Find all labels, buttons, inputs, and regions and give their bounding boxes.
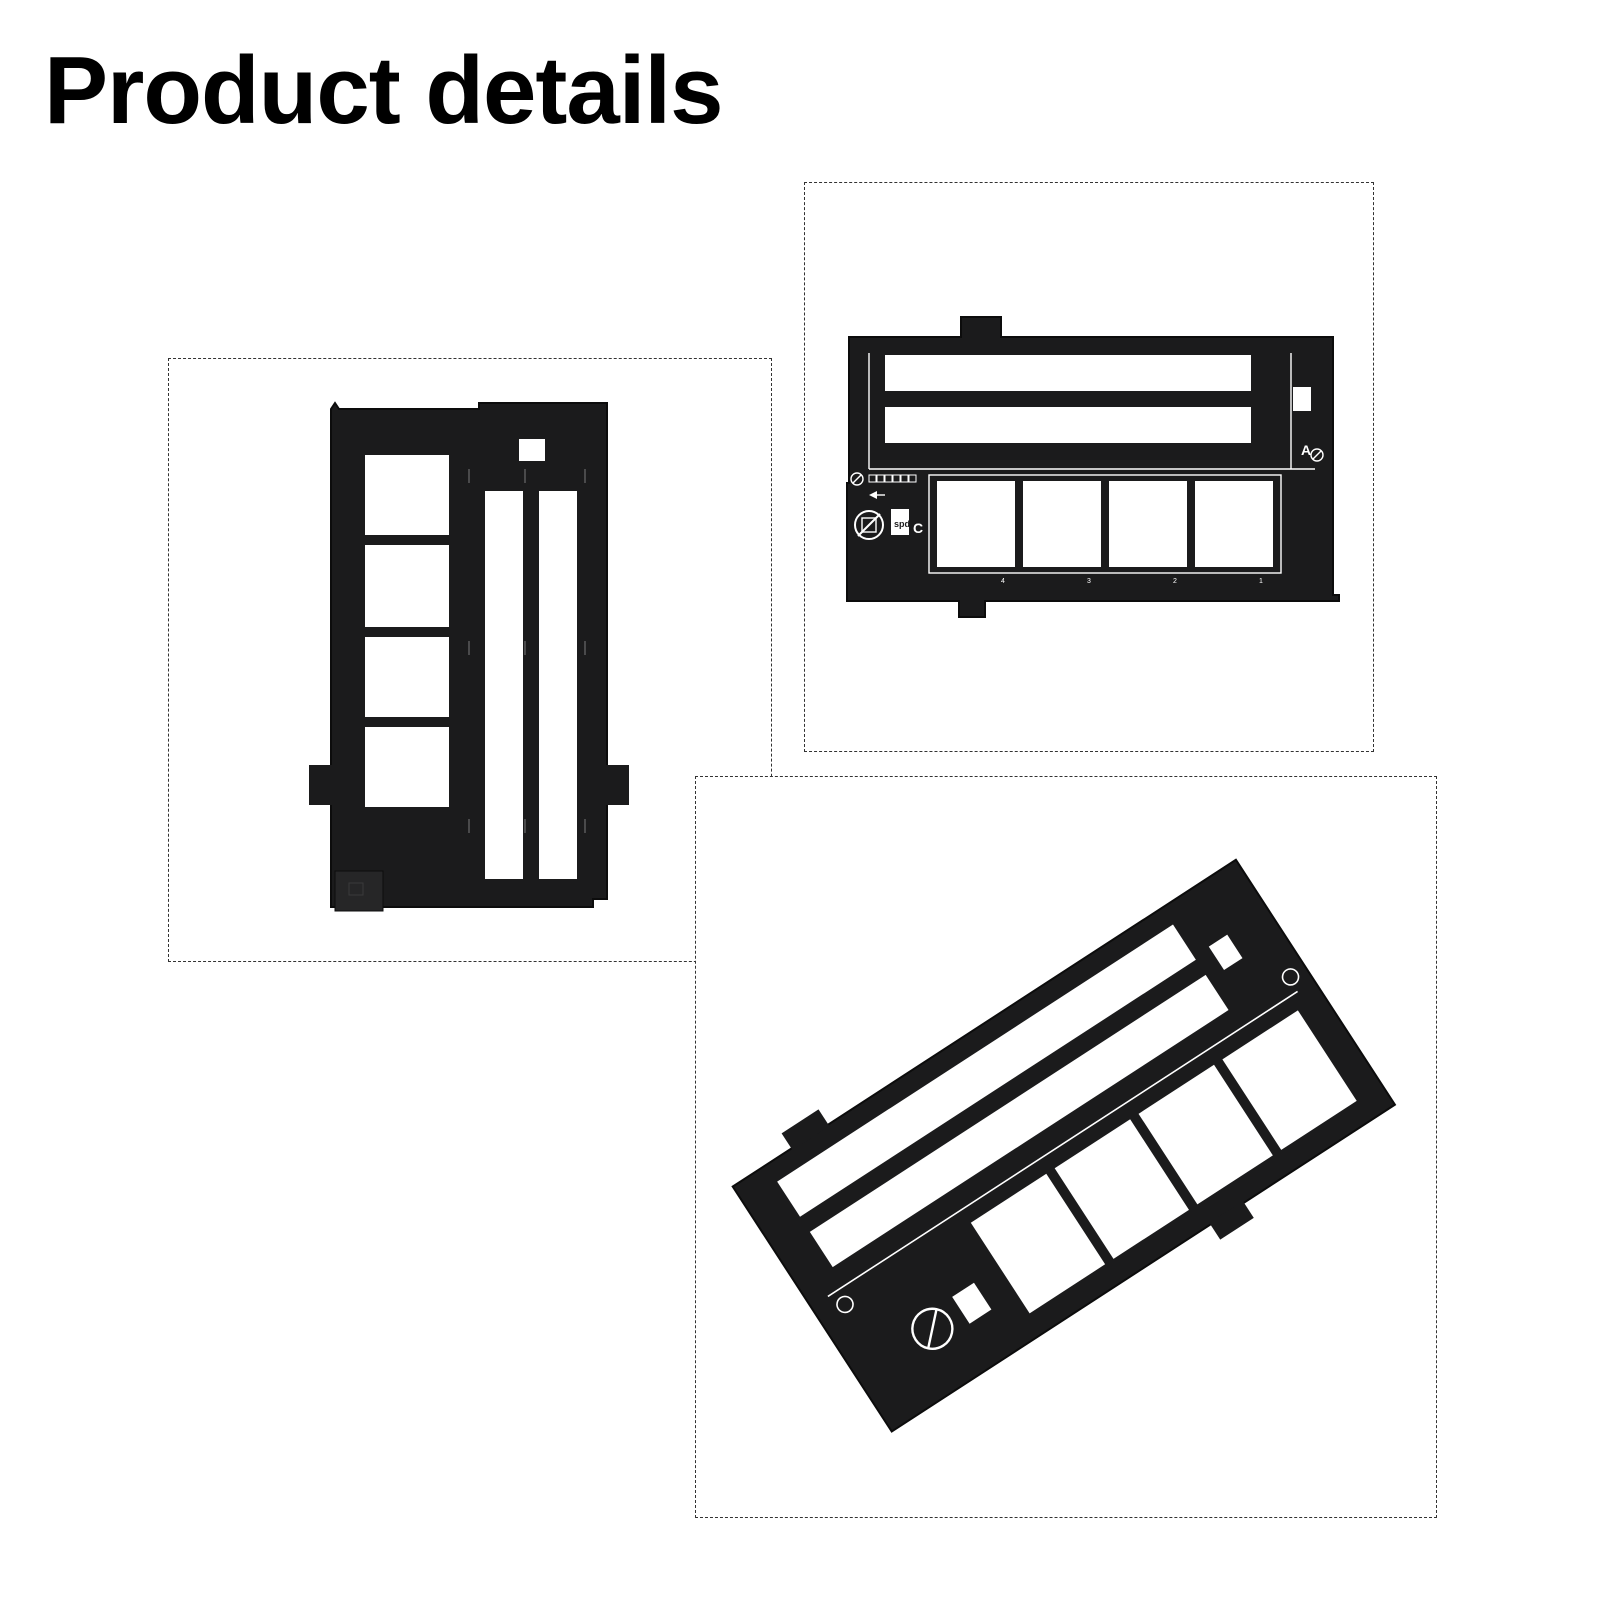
counter-boxes — [868, 474, 917, 483]
section-a-label: A — [1301, 442, 1311, 458]
film-holder-upright-image — [309, 401, 629, 912]
latch-marks — [468, 469, 586, 833]
frame-number-labels: 1 2 3 4 — [1001, 578, 1263, 585]
film-holder-horizontal-image: A C spd — [846, 316, 1340, 618]
format-badge-text: spd — [894, 519, 910, 529]
lock-circle-icon — [836, 968, 1300, 1314]
frame-windows — [365, 455, 449, 807]
section-c-label: C — [913, 520, 923, 536]
frame-windows — [970, 1010, 1357, 1314]
format-badge: spd — [891, 509, 910, 535]
product-photo-front — [168, 358, 772, 962]
lock-circle-icon — [850, 448, 1324, 486]
format-badge — [952, 1282, 992, 1324]
frame-windows — [928, 474, 1282, 574]
frame-number-4: 4 — [1001, 578, 1005, 585]
no-reflective-icon — [854, 510, 884, 540]
section-c-label-text: C — [913, 520, 923, 536]
page-title: Product details — [44, 37, 723, 144]
film-holder-angled-image — [731, 858, 1397, 1433]
frame-number-3: 3 — [1087, 578, 1091, 585]
strip-windows — [777, 924, 1243, 1268]
holder-body — [731, 858, 1397, 1433]
arrow-left-icon — [869, 491, 885, 499]
strip-windows — [885, 355, 1311, 443]
product-photo-top: A C spd — [804, 182, 1374, 752]
no-reflective-icon — [911, 1307, 954, 1350]
product-photo-angled — [695, 776, 1437, 1518]
section-a-label-text: A — [1301, 442, 1311, 458]
strip-windows — [485, 491, 577, 879]
frame-number-2: 2 — [1173, 578, 1177, 585]
frame-number-1: 1 — [1259, 578, 1263, 585]
